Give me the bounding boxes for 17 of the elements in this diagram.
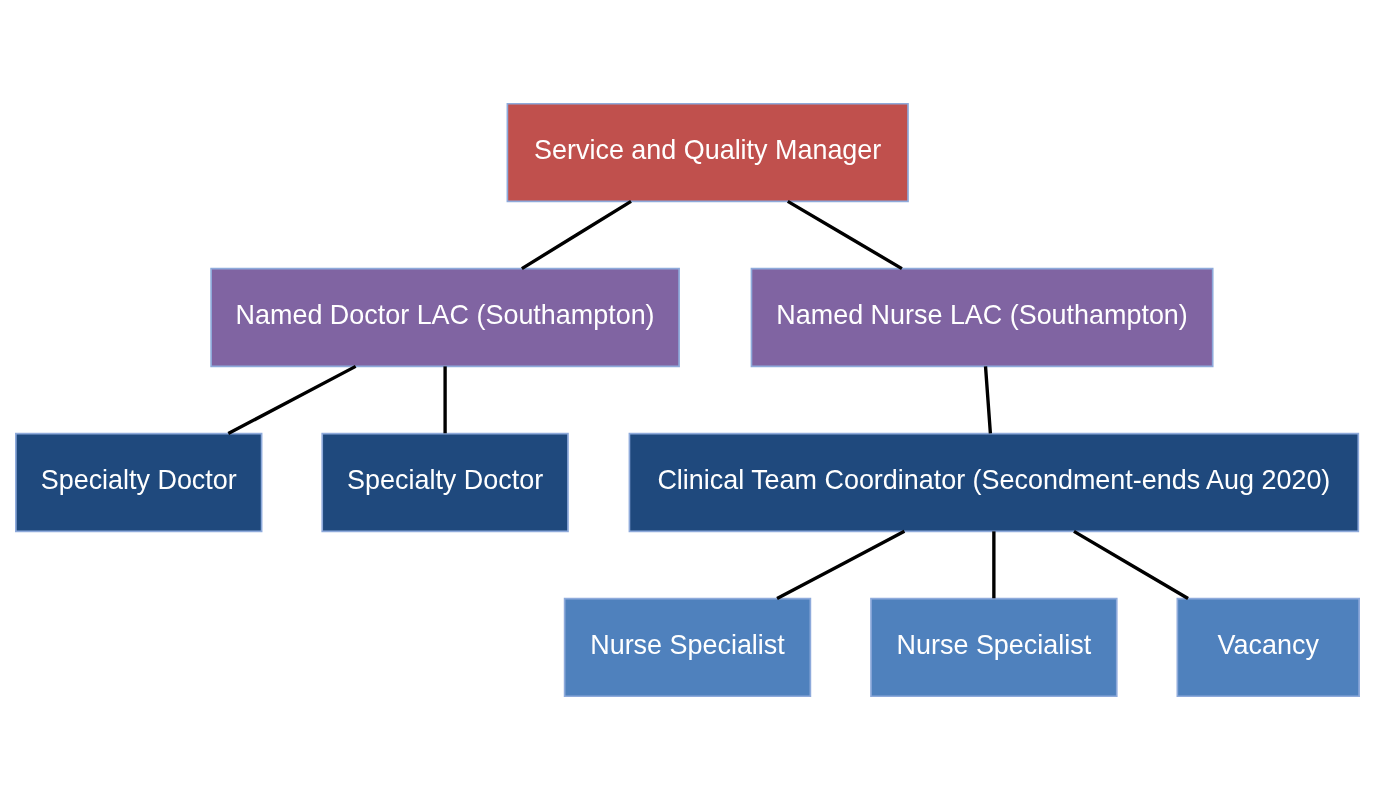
connector <box>443 365 447 433</box>
connector <box>227 364 357 435</box>
connector <box>1073 529 1189 600</box>
node-box: Clinical Team Coordinator (Secondment-ends Aug 2020) <box>628 432 1360 532</box>
node-box: Service and Quality Manager <box>506 102 909 202</box>
connector <box>776 529 906 600</box>
connector <box>992 530 996 598</box>
node-box: Vacancy <box>1176 597 1360 697</box>
node-box: Nurse Specialist <box>563 597 812 697</box>
connector <box>983 365 993 433</box>
connector <box>520 199 632 270</box>
node-box: Specialty Doctor <box>15 432 263 532</box>
node-box: Nurse Specialist <box>870 597 1118 697</box>
node-box: Named Doctor LAC (Southampton) <box>210 267 680 367</box>
node-box: Named Nurse LAC (Southampton) <box>750 267 1214 367</box>
connector <box>786 199 903 270</box>
node-box: Specialty Doctor <box>321 432 569 532</box>
